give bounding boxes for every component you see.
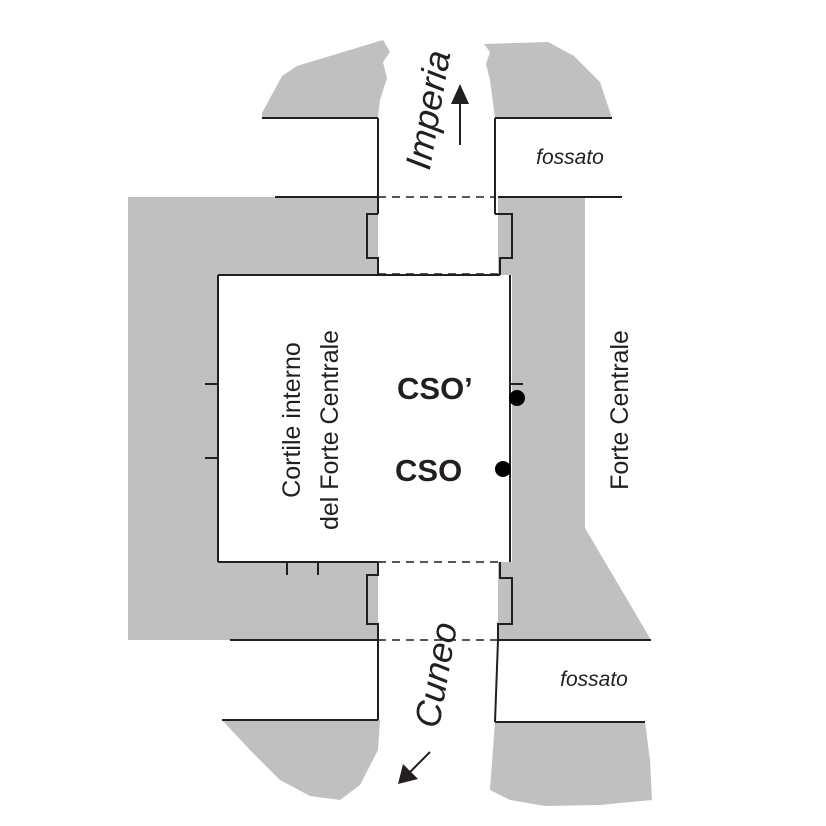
- road-south-label: Cuneo: [406, 619, 465, 731]
- cso-prime-label: CSO’: [397, 371, 473, 406]
- courtyard-label-line2: del Forte Centrale: [316, 330, 344, 530]
- road-north-label: Imperia: [397, 47, 458, 172]
- cso-prime-dot: [509, 390, 525, 406]
- rock-bottom-left: [222, 720, 380, 800]
- rock-top-right: [484, 42, 612, 118]
- rock-bottom-right: [490, 722, 652, 806]
- courtyard-label-line1: Cortile interno: [278, 342, 306, 498]
- north-arrow: [451, 84, 469, 145]
- south-arrow: [398, 751, 431, 784]
- fort-label: Forte Centrale: [606, 330, 634, 490]
- fort-left-mass: [128, 197, 378, 640]
- fossato-bottom-label: fossato: [560, 668, 628, 691]
- cso-label: CSO: [395, 453, 462, 488]
- outline-lines: [205, 117, 651, 723]
- rock-top-left: [262, 40, 390, 118]
- masonry-areas: [128, 40, 652, 806]
- cso-dot: [495, 461, 511, 477]
- fossato-top-label: fossato: [536, 146, 604, 169]
- fort-right-mass: [498, 197, 651, 640]
